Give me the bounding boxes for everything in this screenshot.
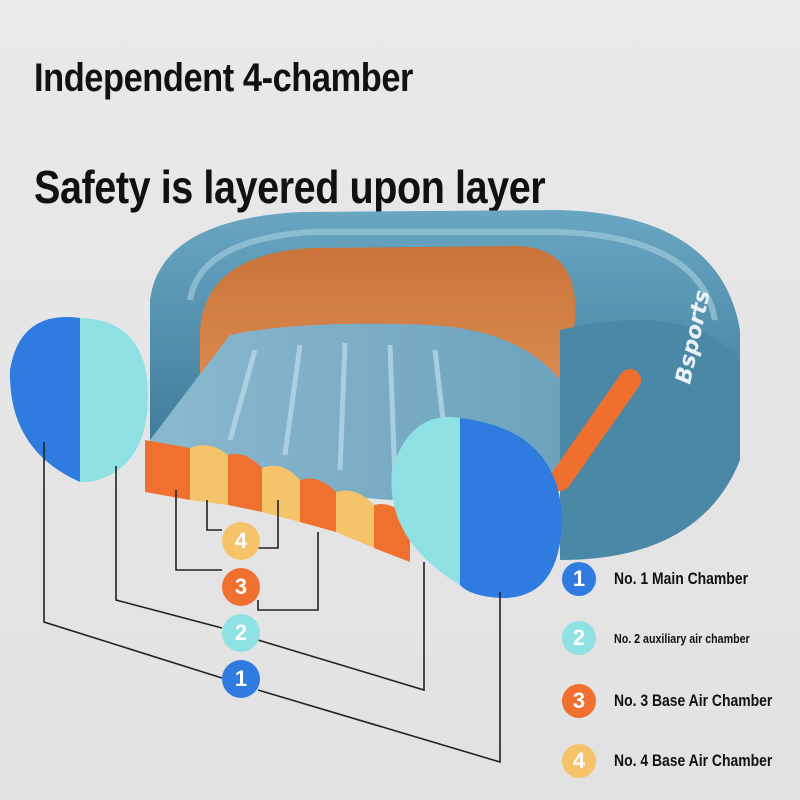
leader-line-4 [258, 500, 279, 549]
callout-badge-1: 1 [222, 660, 260, 698]
floor-ribs [227, 342, 453, 481]
right-hull-orange-strip [549, 369, 641, 491]
leader-line-4 [206, 500, 222, 531]
chamber-2-right-section [391, 417, 460, 585]
legend-item-2: 2 No. 2 auxiliary air chamber [562, 621, 779, 655]
callout-badge-2: 2 [222, 614, 260, 652]
leader-line-1 [43, 442, 223, 679]
leader-line-3 [257, 532, 319, 611]
callout-number-1: 1 [234, 666, 248, 691]
legend-label-3: No. 3 Base Air Chamber [614, 691, 773, 710]
callout-number-4: 4 [234, 528, 248, 553]
leader-line-2 [115, 466, 223, 629]
chamber-1-left-section [9, 317, 80, 482]
base-chamber-3-segment [145, 440, 190, 500]
boat-rim-highlight [187, 229, 718, 321]
base-chamber-3-segment [300, 478, 336, 532]
headline-line-1: Independent 4-chamber [34, 56, 414, 100]
headline-line-2: Safety is layered upon layer [34, 161, 546, 213]
legend-item-1: 1 No. 1 Main Chamber [562, 562, 777, 596]
leader-line-2 [257, 562, 425, 692]
callout-number-3: 3 [234, 574, 248, 599]
base-chamber-4-segment [262, 465, 300, 522]
legend-badge-3: 3 [562, 684, 596, 718]
base-chamber-3-segment [228, 453, 262, 512]
legend-label-4: No. 4 Base Air Chamber [614, 751, 773, 770]
callout-number-2: 2 [234, 620, 248, 645]
base-chamber-4-segment [190, 445, 228, 505]
legend-badge-1: 1 [562, 562, 596, 596]
legend-badge-4: 4 [562, 744, 596, 778]
callout-badge-4: 4 [222, 522, 260, 560]
legend-item-4: 4 No. 4 Base Air Chamber [562, 744, 800, 778]
legend-label-1: No. 1 Main Chamber [614, 569, 749, 588]
chamber-1-right-section [460, 418, 562, 599]
leader-line-1 [257, 592, 501, 764]
base-chamber-4-segment [336, 490, 374, 548]
boat-right-hull [560, 320, 740, 560]
chamber-2-left-section [80, 318, 149, 482]
legend-label-2: No. 2 auxiliary air chamber [614, 630, 750, 646]
leader-lines [43, 442, 501, 764]
callout-badge-3: 3 [222, 568, 260, 606]
legend-item-3: 3 No. 3 Base Air Chamber [562, 684, 800, 718]
leader-line-3 [175, 490, 222, 571]
legend-badge-2: 2 [562, 621, 596, 655]
